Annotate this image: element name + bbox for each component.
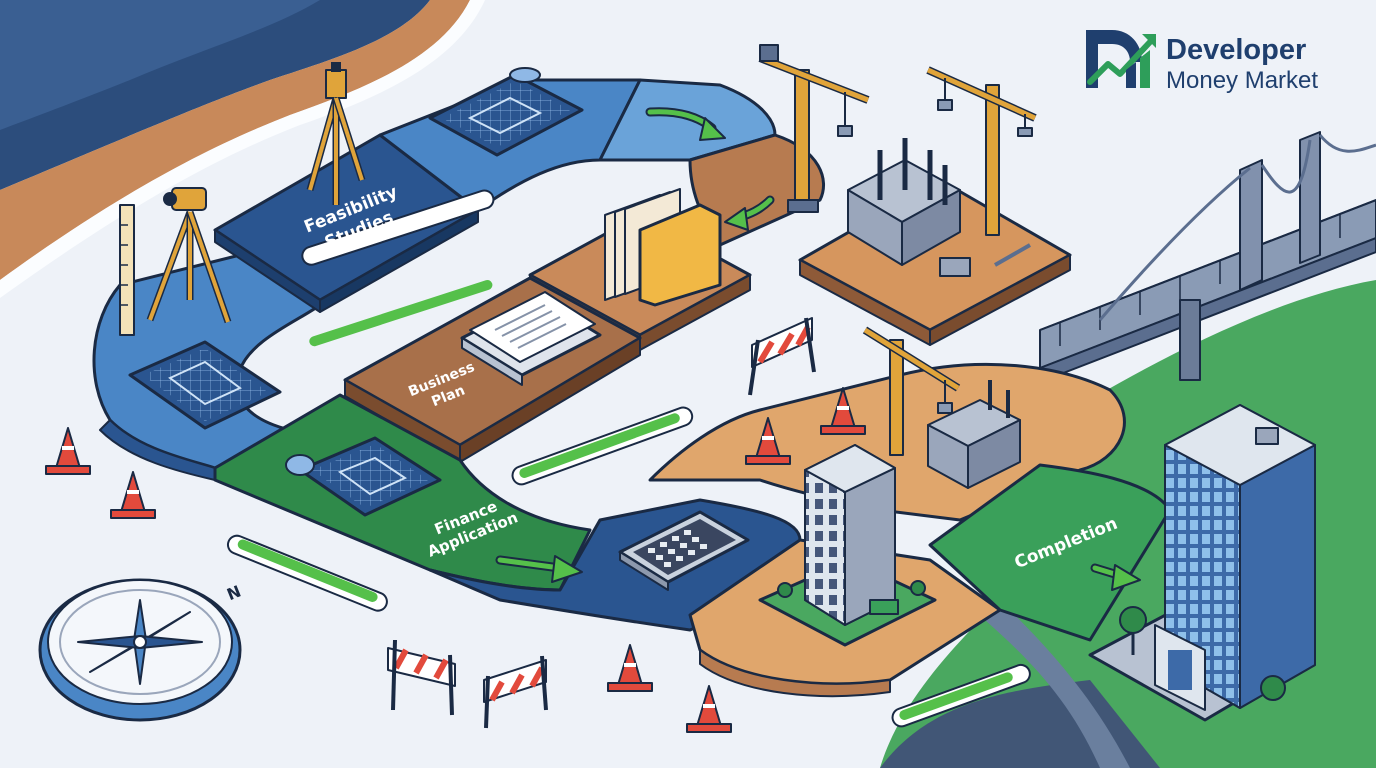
blueprint-icon — [285, 436, 442, 517]
shoreline — [0, 0, 485, 298]
progress-bar — [891, 663, 1031, 728]
traffic-cone-icon — [607, 644, 653, 692]
traffic-cone-icon — [820, 387, 866, 435]
building-under-construction — [847, 138, 1031, 277]
arrow-icon — [495, 555, 583, 583]
bridge-icon — [1039, 131, 1376, 383]
road-barrier-icon — [483, 655, 548, 729]
arrow-icon — [645, 107, 726, 141]
folder-icon — [604, 188, 722, 307]
svg-text:N: N — [224, 582, 244, 605]
compass-north-label: N — [224, 582, 244, 605]
arrow-icon — [1090, 563, 1141, 591]
surveyor-tripod-icon — [119, 187, 232, 336]
road-barrier-icon — [748, 317, 816, 396]
brand-logo: Developer Money Market — [1086, 30, 1318, 94]
construction-site-pad — [798, 178, 1072, 346]
calculator-icon — [618, 510, 750, 591]
crane-icon — [862, 326, 961, 456]
progress-bar — [511, 406, 694, 486]
blueprint-icon — [428, 67, 584, 157]
traffic-cone-icon — [745, 417, 791, 465]
office-tower-icon — [758, 444, 937, 647]
crane-icon — [926, 66, 1037, 236]
office-tower-icon — [1088, 404, 1316, 722]
arrow-icon — [724, 195, 775, 231]
document-stack-icon — [460, 291, 602, 386]
progress-bar — [226, 534, 388, 612]
stage-feasibility-tile — [213, 133, 480, 313]
traffic-cone-icon — [45, 427, 91, 475]
crane-icon — [758, 44, 870, 213]
brand-mark-icon — [1086, 30, 1156, 88]
progress-bar — [301, 189, 495, 347]
blueprint-icon — [128, 340, 282, 430]
surveyor-tripod-icon — [306, 62, 366, 205]
brand-name-line1: Developer — [1166, 34, 1306, 66]
brand-name-line2: Money Market — [1166, 67, 1318, 94]
traffic-cone-icon — [110, 471, 156, 519]
road-barrier-icon — [387, 639, 456, 716]
compass-icon — [38, 578, 242, 722]
traffic-cone-icon — [686, 685, 732, 733]
building-under-construction — [927, 380, 1021, 489]
